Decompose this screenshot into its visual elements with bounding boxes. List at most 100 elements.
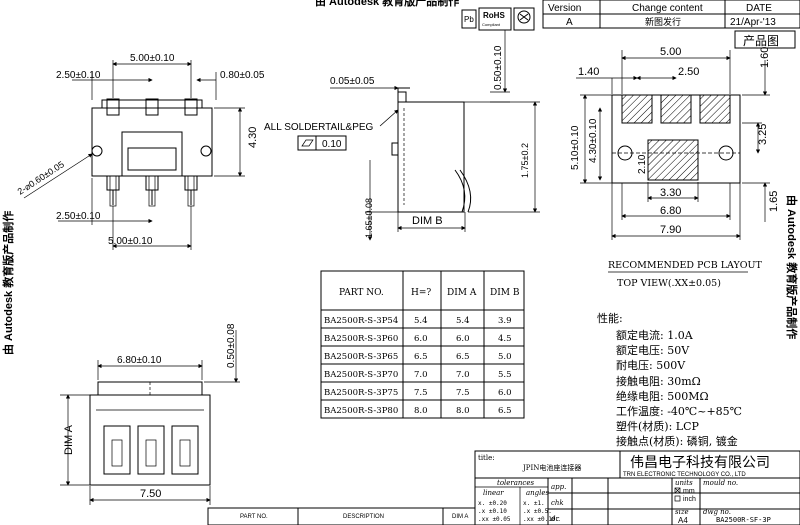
rev-change: 新图发行 [645,16,681,28]
parts-cell-part-no: BA2500R-S-3P65 [324,352,398,362]
tolerances-linear: linear [483,489,504,497]
spec-item: 工作温度: -40℃~+85℃ [616,404,742,418]
tol-angle: .x ±0.5. [523,508,552,515]
side-note-soldertail: ALL SOLDERTAIL&PEG [264,122,374,133]
side-dim-height: 1.75±0.2 [520,143,530,178]
parts-header-h: H=? [411,288,431,298]
rev-col-change: Change content [632,3,703,14]
side-dim-b: DIM B [412,215,443,227]
revision-table: Version Change content DATE A 新图发行 21/Ap… [542,0,800,49]
parts-header-dim-b: DIM B [490,288,520,298]
pcb-dim-hole-y: 2.10 [637,154,648,174]
app-label: app. [551,483,566,491]
pcb-subtitle: TOP VIEW(.XX±0.05) [617,278,721,289]
side-dim-top: 0.50±0.10 [493,45,504,90]
pcb-layout: 5.00 1.40 2.50 1.60 5.10±0.10 4.30±0.10 … [570,46,780,289]
spec-item: 额定电流: 1.0A [616,328,694,342]
parts-cell-dim-a: 5.4 [456,316,470,326]
bottom-dim-a: DIM A [63,424,75,455]
front-dim-bottom-width: 5.00±0.10 [108,236,153,247]
front-dim-height: 4.30 [247,127,259,148]
parts-cell-h: 6.5 [414,352,428,362]
pcb-title: RECOMMENDED PCB LAYOUT [608,260,763,271]
bom-part-no: PART NO. [240,514,268,520]
dr-label: dr. [551,515,560,523]
size-value: A4 [678,516,688,525]
bottom-view: 6.80±0.10 0.50±0.08 DIM A 7.50 [60,323,240,505]
watermark-left: 由 Autodesk 教育版产品制作 [1,211,15,355]
parts-cell-dim-a: 7.0 [456,370,470,380]
parts-cell-dim-b: 5.0 [498,352,512,362]
pcb-dim-right: 3.25 [757,124,769,145]
pcb-dim-outer-h: 5.10±0.10 [570,125,581,170]
pcb-dim-inner-w: 6.80 [660,205,681,217]
parts-cell-h: 7.5 [414,388,428,398]
side-view: 0.05±0.05 0.50±0.10 ALL SOLDERTAIL&PEG 0… [264,30,540,241]
parts-cell-part-no: BA2500R-S-3P75 [324,388,398,398]
svg-text:Compliant: Compliant [482,22,501,27]
pcb-dim-top-pad: 1.60 [759,47,771,68]
rohs-badge: RoHS Compliant [478,7,512,31]
unit-inch: inch [683,496,696,503]
bottom-dim-right: 0.50±0.08 [226,323,237,368]
parts-cell-part-no: BA2500R-S-3P70 [324,370,398,380]
front-dim-hole: 2-⌀0.60±0.05 [16,159,66,196]
front-view: 5.00±0.10 2.50±0.10 0.80±0.05 4.30 2-⌀0.… [16,53,265,250]
rev-col-version: Version [548,3,581,14]
parts-cell-h: 8.0 [414,406,428,416]
spec-item: 塑件(材质): LCP [616,419,700,433]
title-block: title: JPIN电池座连接器 伟昌电子科技有限公司 TRN ELECTRO… [474,450,800,525]
mould-no-label: mould no. [703,479,738,487]
parts-cell-dim-b: 3.9 [498,316,512,326]
specs-block: 性能: 额定电流: 1.0A 额定电压: 50V 耐电压: 500V 接触电阻:… [597,311,742,448]
pcb-dim-outer-w: 7.90 [660,224,681,236]
front-dim-right-tab: 0.80±0.05 [220,70,265,81]
parts-cell-dim-a: 7.5 [456,388,470,398]
pb-free-badge: Pb [461,9,477,29]
parts-header-dim-a: DIM A [447,288,477,298]
parts-cell-part-no: BA2500R-S-3P60 [324,334,398,344]
parts-cell-h: 7.0 [414,370,428,380]
unit-inch-checkbox [674,495,681,502]
chk-label: chk [551,499,564,507]
product-drawing-stamp: 产品图 [743,34,779,48]
spec-item: 耐电压: 500V [616,359,686,372]
tol-linear: .x ±0.10 [478,508,507,515]
side-dim-tab: 0.05±0.05 [330,76,375,87]
svg-text:RoHS: RoHS [483,11,505,20]
parts-cell-dim-a: 6.0 [456,334,470,344]
parts-cell-dim-b: 5.5 [498,370,512,380]
title-value: JPIN电池座连接器 [522,463,581,472]
unit-mm: mm [683,488,695,495]
company-name-cn: 伟昌电子科技有限公司 [630,455,770,471]
parts-cell-dim-a: 8.0 [456,406,470,416]
bottom-dim-width: 6.80±0.10 [117,355,162,366]
bottom-dim-bottom: 7.50 [140,488,161,500]
tol-linear: .xx ±0.05 [478,516,511,523]
rev-date: 21/Apr-'13 [730,17,776,28]
parts-cell-part-no: BA2500R-S-3P80 [324,406,398,416]
parts-cell-h: 6.0 [414,334,428,344]
title-label: title: [478,454,495,462]
parts-cell-dim-b: 4.5 [498,334,512,344]
tolerances-angles: angles [526,489,550,497]
bom-description: DESCRIPTION [343,514,384,520]
bom-dim-a: DIM A [452,514,468,520]
tol-angle: .xx ±0.10. [523,516,559,523]
pcb-dim-top: 5.00 [660,46,681,58]
dwg-no-label: dwg no. [703,508,731,516]
rev-col-date: DATE [746,3,772,14]
parts-table: PART NO. H=? DIM A DIM B BA2500R-S-3P54 … [320,270,525,419]
rev-version: A [566,17,573,28]
unit-mm-checkbox [674,487,681,494]
pcb-dim-pad-w: 3.30 [660,187,681,199]
tol-angle: x. ±1. [523,500,545,507]
compliance-icon [513,7,535,31]
watermark-right: 由 Autodesk 教育版产品制作 [785,195,799,339]
parts-cell-dim-b: 6.0 [498,388,512,398]
pcb-dim-inner-h: 4.30±0.10 [588,118,599,163]
units-label: units [675,479,693,487]
parts-cell-part-no: BA2500R-S-3P54 [324,316,398,326]
svg-text:Pb: Pb [464,15,474,24]
